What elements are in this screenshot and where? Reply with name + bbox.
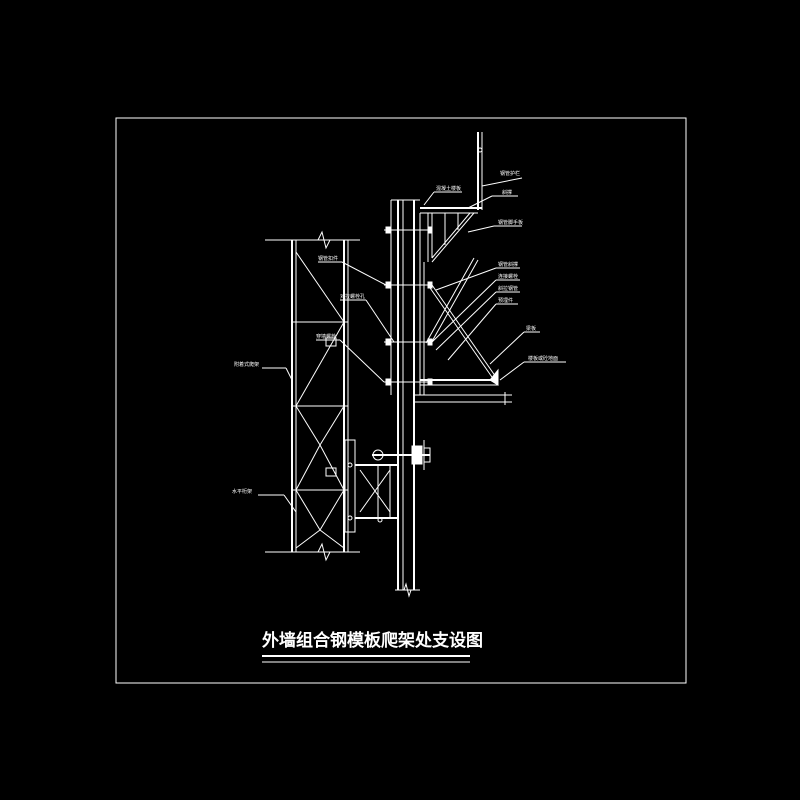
label-mid-2: 对拉螺栓孔 bbox=[340, 293, 365, 300]
label-right-3: 连接螺栓 bbox=[498, 273, 518, 280]
right-formwork bbox=[414, 213, 512, 405]
labels: 钢管护栏 斜撑 混凝土楼板 钢管脚手板 钢管斜撑 连接螺栓 斜拉钢管 预埋件 梁… bbox=[232, 170, 558, 495]
label-right-6: 梁板 bbox=[526, 325, 536, 332]
label-left-1: 附着式爬架 bbox=[234, 361, 259, 368]
label-mid-1: 钢管扣件 bbox=[318, 255, 338, 262]
label-right-4: 斜拉钢管 bbox=[498, 285, 518, 292]
label-top-mid: 混凝土楼板 bbox=[436, 185, 461, 192]
drawing-frame bbox=[115, 117, 687, 684]
climbing-frame-truss bbox=[265, 230, 360, 562]
label-mid-3: 穿墙螺栓 bbox=[316, 333, 336, 340]
drawing-title: 外墙组合钢模板爬架处支设图 bbox=[262, 630, 483, 651]
concrete-wall bbox=[390, 199, 420, 598]
wall-anchor-bracket bbox=[344, 439, 431, 533]
drawing-title-block: 外墙组合钢模板爬架处支设图 bbox=[262, 630, 483, 663]
label-right-7: 楼板或砼地面 bbox=[528, 355, 558, 362]
label-top-right-2: 斜撑 bbox=[502, 189, 512, 196]
label-left-2: 水平桁架 bbox=[232, 488, 252, 495]
label-top-right-1: 钢管护栏 bbox=[500, 170, 520, 177]
leader-lines bbox=[258, 177, 566, 513]
label-right-5: 预埋件 bbox=[498, 297, 513, 304]
label-right-2: 钢管斜撑 bbox=[498, 261, 518, 268]
label-right-1: 钢管脚手板 bbox=[498, 219, 523, 226]
working-platform bbox=[420, 132, 483, 346]
